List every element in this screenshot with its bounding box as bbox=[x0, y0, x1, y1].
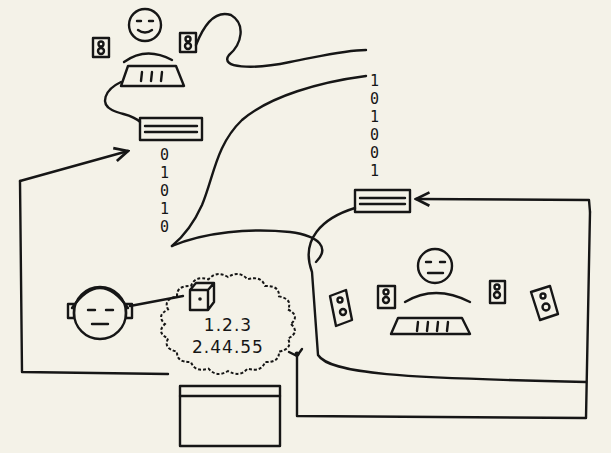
arrow-head bbox=[289, 349, 302, 356]
speaker-cone bbox=[543, 304, 550, 311]
region-border bbox=[196, 14, 366, 67]
flow-arrow bbox=[20, 151, 128, 181]
speaker-cone bbox=[98, 48, 104, 54]
shoulders bbox=[124, 53, 172, 62]
box-bottom bbox=[180, 386, 280, 446]
speaker bbox=[330, 290, 352, 326]
cable bbox=[105, 82, 140, 122]
head bbox=[74, 287, 126, 339]
keyboard-top bbox=[121, 66, 184, 86]
drive-slot bbox=[145, 126, 197, 132]
computer-box bbox=[140, 118, 202, 140]
speaker bbox=[490, 281, 505, 303]
drive-slot bbox=[360, 198, 405, 204]
region-border bbox=[297, 212, 590, 418]
shoulders bbox=[405, 293, 470, 302]
dot bbox=[295, 352, 300, 357]
speaker-cone bbox=[99, 42, 104, 47]
computer-top bbox=[140, 118, 202, 140]
speaker-cone bbox=[185, 43, 191, 49]
speaker bbox=[180, 33, 196, 52]
address-text: 1.2.3 bbox=[204, 314, 252, 336]
face bbox=[137, 21, 153, 33]
computer-box bbox=[355, 190, 410, 212]
address-text: 2.44.55 bbox=[192, 336, 264, 358]
binary-stream: 101001 bbox=[370, 72, 379, 180]
box bbox=[180, 386, 280, 446]
head bbox=[418, 249, 452, 283]
binary-stream: 01010 bbox=[160, 146, 169, 236]
keyboard bbox=[391, 318, 470, 334]
speaker-cone bbox=[495, 285, 500, 290]
computer-right bbox=[355, 190, 410, 212]
keyboard bbox=[121, 66, 184, 86]
cube bbox=[190, 283, 214, 310]
speaker-cone bbox=[340, 309, 346, 315]
person-right bbox=[405, 249, 470, 302]
earcup bbox=[68, 304, 74, 318]
region-border bbox=[172, 231, 322, 262]
region-border bbox=[20, 181, 168, 374]
cloud-scallop bbox=[161, 274, 295, 374]
keyboard-right bbox=[391, 318, 470, 334]
link-line bbox=[130, 296, 183, 306]
dot bbox=[198, 297, 202, 301]
keys bbox=[141, 72, 162, 81]
cube-outline bbox=[190, 283, 214, 310]
flow-arrow bbox=[416, 199, 590, 212]
face bbox=[88, 310, 113, 324]
face bbox=[426, 262, 445, 273]
speaker-cone bbox=[338, 298, 343, 303]
speaker bbox=[93, 38, 109, 57]
speaker-cone bbox=[384, 290, 389, 295]
speaker bbox=[531, 286, 558, 320]
speakers-right bbox=[330, 281, 558, 326]
speaker-cone bbox=[494, 292, 500, 298]
speaker-cone bbox=[541, 294, 546, 299]
cloud-node: 1.2.32.44.55 bbox=[158, 270, 298, 378]
speaker-pair-top bbox=[93, 33, 196, 57]
head bbox=[129, 9, 161, 41]
region-border bbox=[309, 208, 586, 382]
person-top bbox=[124, 9, 172, 62]
box-lid bbox=[180, 395, 280, 397]
region-border bbox=[172, 76, 366, 246]
speaker-cone bbox=[186, 37, 191, 42]
headphone-band bbox=[72, 288, 128, 308]
speaker bbox=[378, 286, 395, 308]
speaker-cone bbox=[383, 297, 389, 303]
keys bbox=[417, 322, 448, 331]
person-headphones bbox=[68, 287, 132, 339]
